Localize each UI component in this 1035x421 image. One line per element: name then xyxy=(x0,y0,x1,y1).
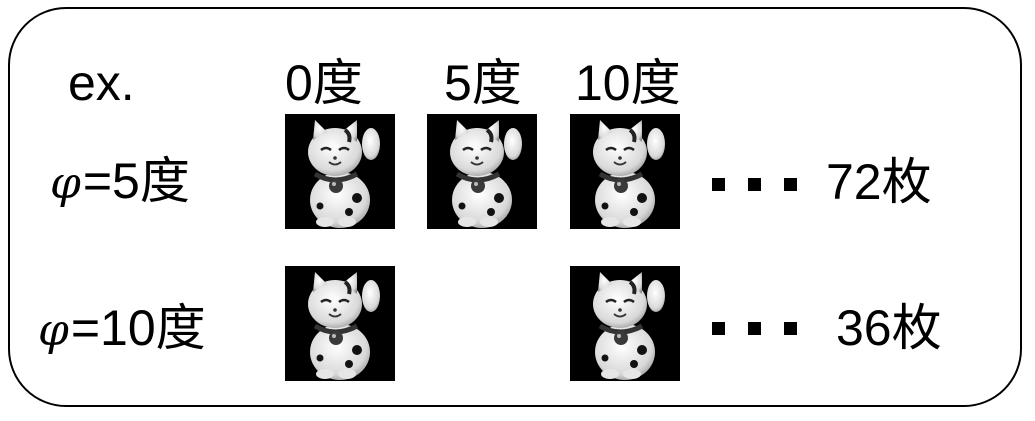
row-angle-label: =5度 xyxy=(82,153,190,209)
dot xyxy=(748,178,761,191)
cat-image-phi5-deg0 xyxy=(285,114,395,229)
example-label: ex. xyxy=(68,55,135,111)
ellipsis-dots-row2 xyxy=(712,322,797,335)
column-header-0: 0度 xyxy=(285,55,363,111)
column-header-10: 10度 xyxy=(575,55,681,111)
row-label-phi5: φ=5度 xyxy=(50,156,190,206)
phi-symbol: φ xyxy=(50,158,81,209)
column-header-5: 5度 xyxy=(444,55,522,111)
count-label-row2: 36枚 xyxy=(836,300,942,356)
cat-image-phi10-deg0 xyxy=(285,266,395,381)
dot xyxy=(712,178,725,191)
phi-symbol: φ xyxy=(38,305,69,356)
dot xyxy=(784,322,797,335)
dot xyxy=(748,322,761,335)
dot xyxy=(712,322,725,335)
row-label-phi10: φ=10度 xyxy=(38,303,206,353)
row-angle-label: =10度 xyxy=(70,300,206,356)
cat-image-phi5-deg5 xyxy=(427,114,537,229)
dot xyxy=(784,178,797,191)
cat-image-phi10-deg10 xyxy=(570,266,680,381)
count-label-row1: 72枚 xyxy=(826,154,932,210)
ellipsis-dots-row1 xyxy=(712,178,797,191)
cat-image-phi5-deg10 xyxy=(570,114,680,229)
